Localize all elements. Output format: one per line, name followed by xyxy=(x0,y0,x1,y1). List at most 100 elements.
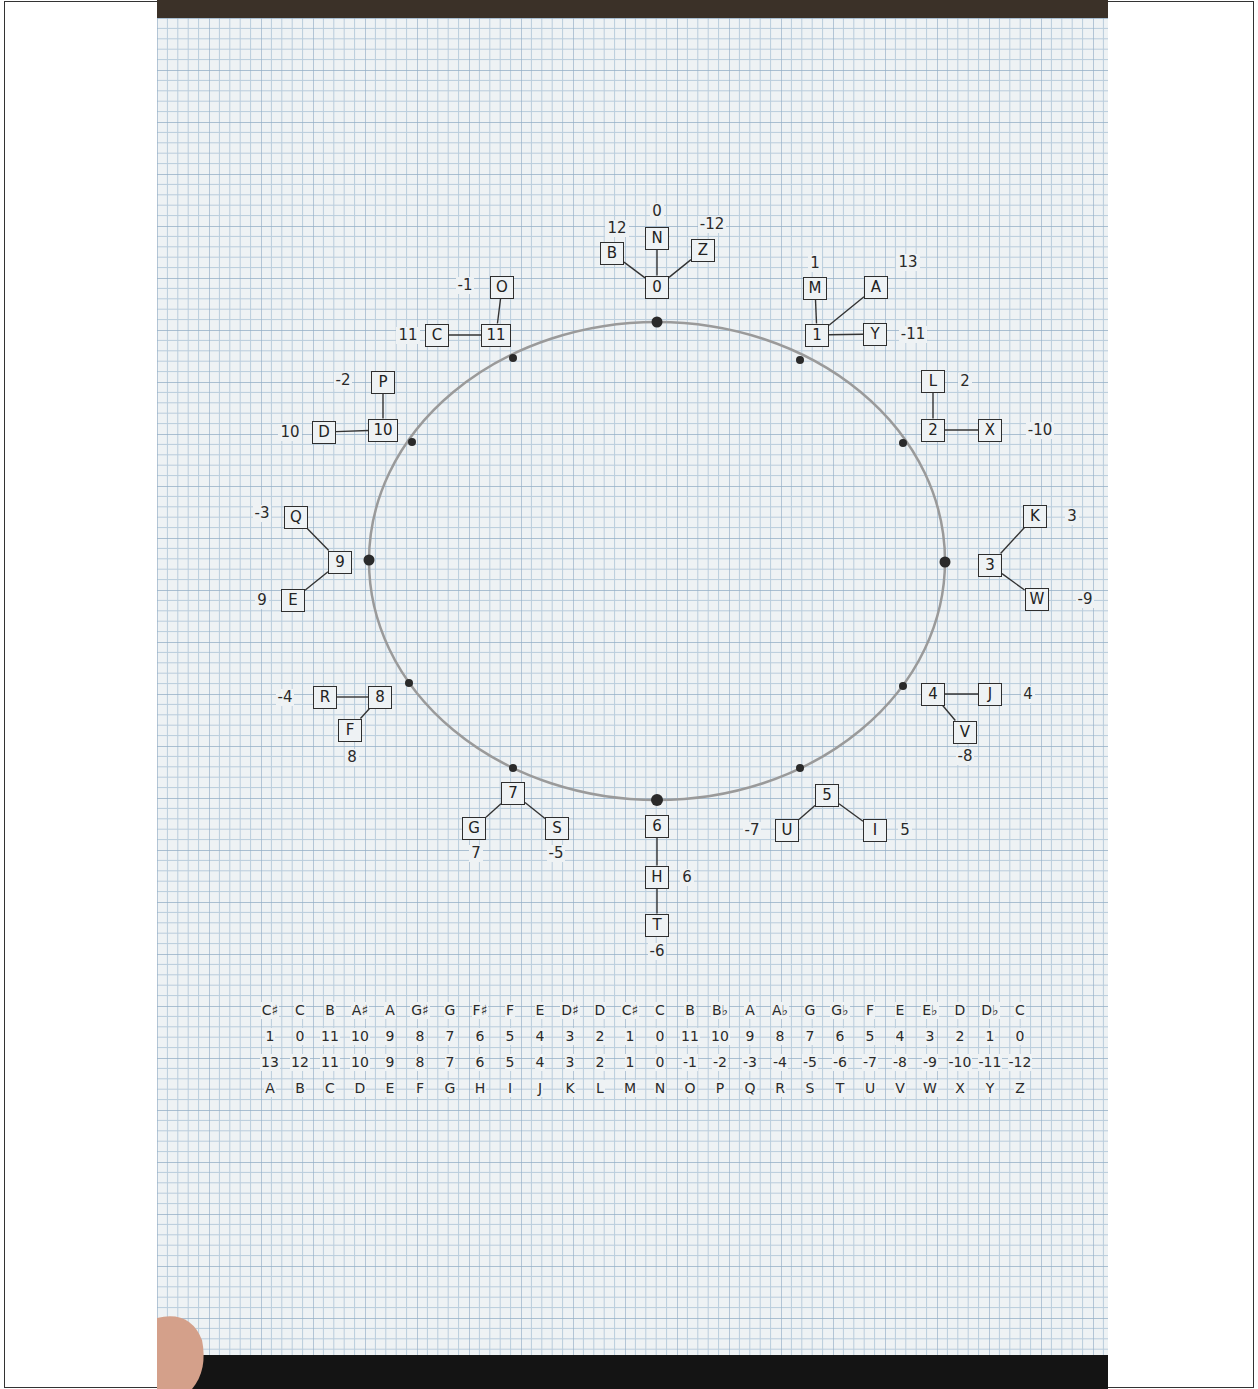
table-cell: 6 xyxy=(475,1028,486,1045)
table-cell: O xyxy=(683,1080,696,1097)
letter: K xyxy=(1028,507,1042,525)
connector-line xyxy=(799,806,815,820)
table-cell: A xyxy=(384,1002,396,1019)
value-label: 3 xyxy=(1065,508,1079,525)
table-cell: T xyxy=(835,1080,846,1097)
number-box: 2 xyxy=(921,419,945,442)
letter: H xyxy=(650,868,664,886)
table-cell: E xyxy=(535,1002,546,1019)
table-cell: -5 xyxy=(802,1054,818,1071)
table-cell: D xyxy=(954,1002,967,1019)
table-cell: G♭ xyxy=(830,1002,849,1019)
table-cell: 10 xyxy=(710,1028,730,1045)
letter-box: W xyxy=(1025,588,1050,611)
table-cell: M xyxy=(623,1080,637,1097)
position-number: 9 xyxy=(333,553,347,571)
connector-line xyxy=(839,804,863,822)
connector-line xyxy=(656,250,657,276)
connector-line xyxy=(945,693,978,694)
value-label: 11 xyxy=(396,327,419,344)
value-label: 0 xyxy=(650,203,664,220)
connector-line xyxy=(525,803,545,819)
position-number: 8 xyxy=(373,688,387,706)
value-label: -9 xyxy=(1076,591,1095,608)
table-cell: W xyxy=(922,1080,938,1097)
position-number: 11 xyxy=(486,326,505,344)
connector-line xyxy=(360,709,369,719)
number-box: 1 xyxy=(805,324,829,347)
frame xyxy=(5,2,1254,1388)
letter: U xyxy=(780,821,794,839)
table-cell: 2 xyxy=(595,1028,606,1045)
connector-line xyxy=(1002,574,1025,590)
table-cell: 4 xyxy=(535,1028,546,1045)
connector-line xyxy=(497,299,500,324)
table-cell: A xyxy=(264,1080,276,1097)
connector-line xyxy=(943,706,956,721)
letter: F xyxy=(343,721,357,739)
table-cell: D xyxy=(594,1002,607,1019)
connector-line xyxy=(932,393,933,419)
table-cell: C xyxy=(324,1080,336,1097)
letter: E xyxy=(286,591,300,609)
number-box: 10 xyxy=(368,419,397,442)
table-cell: 0 xyxy=(295,1028,306,1045)
letter-box: L xyxy=(921,370,945,393)
table-cell: I xyxy=(507,1080,513,1097)
table-cell: 3 xyxy=(925,1028,936,1045)
table-cell: -2 xyxy=(712,1054,728,1071)
table-cell: -9 xyxy=(922,1054,938,1071)
table-cell: 7 xyxy=(805,1028,816,1045)
letter-box: U xyxy=(775,819,799,842)
number-box: 9 xyxy=(328,551,352,574)
letter: M xyxy=(808,279,822,297)
letter: N xyxy=(650,229,664,247)
table-cell: Z xyxy=(1014,1080,1026,1097)
letter-box: G xyxy=(462,817,486,840)
connector-line xyxy=(829,297,864,325)
grid-lines xyxy=(157,18,1108,1355)
table-cell: 4 xyxy=(535,1054,546,1071)
table-cell: 11 xyxy=(320,1028,340,1045)
table-cell: G xyxy=(804,1002,817,1019)
letter-box: N xyxy=(645,227,669,250)
letter: W xyxy=(1030,590,1045,608)
table-cell: H xyxy=(474,1080,487,1097)
table-cell: U xyxy=(864,1080,876,1097)
table-cell: F♯ xyxy=(472,1002,489,1019)
table-cell: 9 xyxy=(385,1028,396,1045)
connector-line xyxy=(486,804,501,817)
table-cell: G♯ xyxy=(410,1002,430,1019)
table-cell: G xyxy=(444,1080,457,1097)
letter-box: Z xyxy=(691,239,715,262)
letter-box: C xyxy=(425,324,449,347)
letter-box: H xyxy=(645,866,669,889)
letter: J xyxy=(983,685,997,703)
position-number: 3 xyxy=(983,556,997,574)
value-label: -5 xyxy=(547,845,566,862)
letter: O xyxy=(495,278,509,296)
letter-box: R xyxy=(313,686,337,709)
value-label: -4 xyxy=(276,689,295,706)
letter-box: I xyxy=(863,819,887,842)
connector-line xyxy=(337,696,368,697)
connector-line xyxy=(656,889,657,914)
letter-box: M xyxy=(803,277,827,300)
table-cell: 13 xyxy=(260,1054,280,1071)
letter-box: S xyxy=(545,817,569,840)
paper xyxy=(157,18,1108,1355)
table-cell: 11 xyxy=(320,1054,340,1071)
letter: D xyxy=(317,423,331,441)
letter-box: Y xyxy=(863,323,887,346)
table-cell: 3 xyxy=(565,1028,576,1045)
letter: L xyxy=(926,372,940,390)
letter: T xyxy=(650,916,664,934)
value-label: 2 xyxy=(958,373,972,390)
table-cell: D xyxy=(354,1080,367,1097)
letter-box: O xyxy=(490,276,514,299)
value-label: -6 xyxy=(648,943,667,960)
number-box: 7 xyxy=(501,782,525,805)
table-cell: 3 xyxy=(565,1054,576,1071)
table-cell: N xyxy=(654,1080,666,1097)
connector-line xyxy=(624,262,645,278)
